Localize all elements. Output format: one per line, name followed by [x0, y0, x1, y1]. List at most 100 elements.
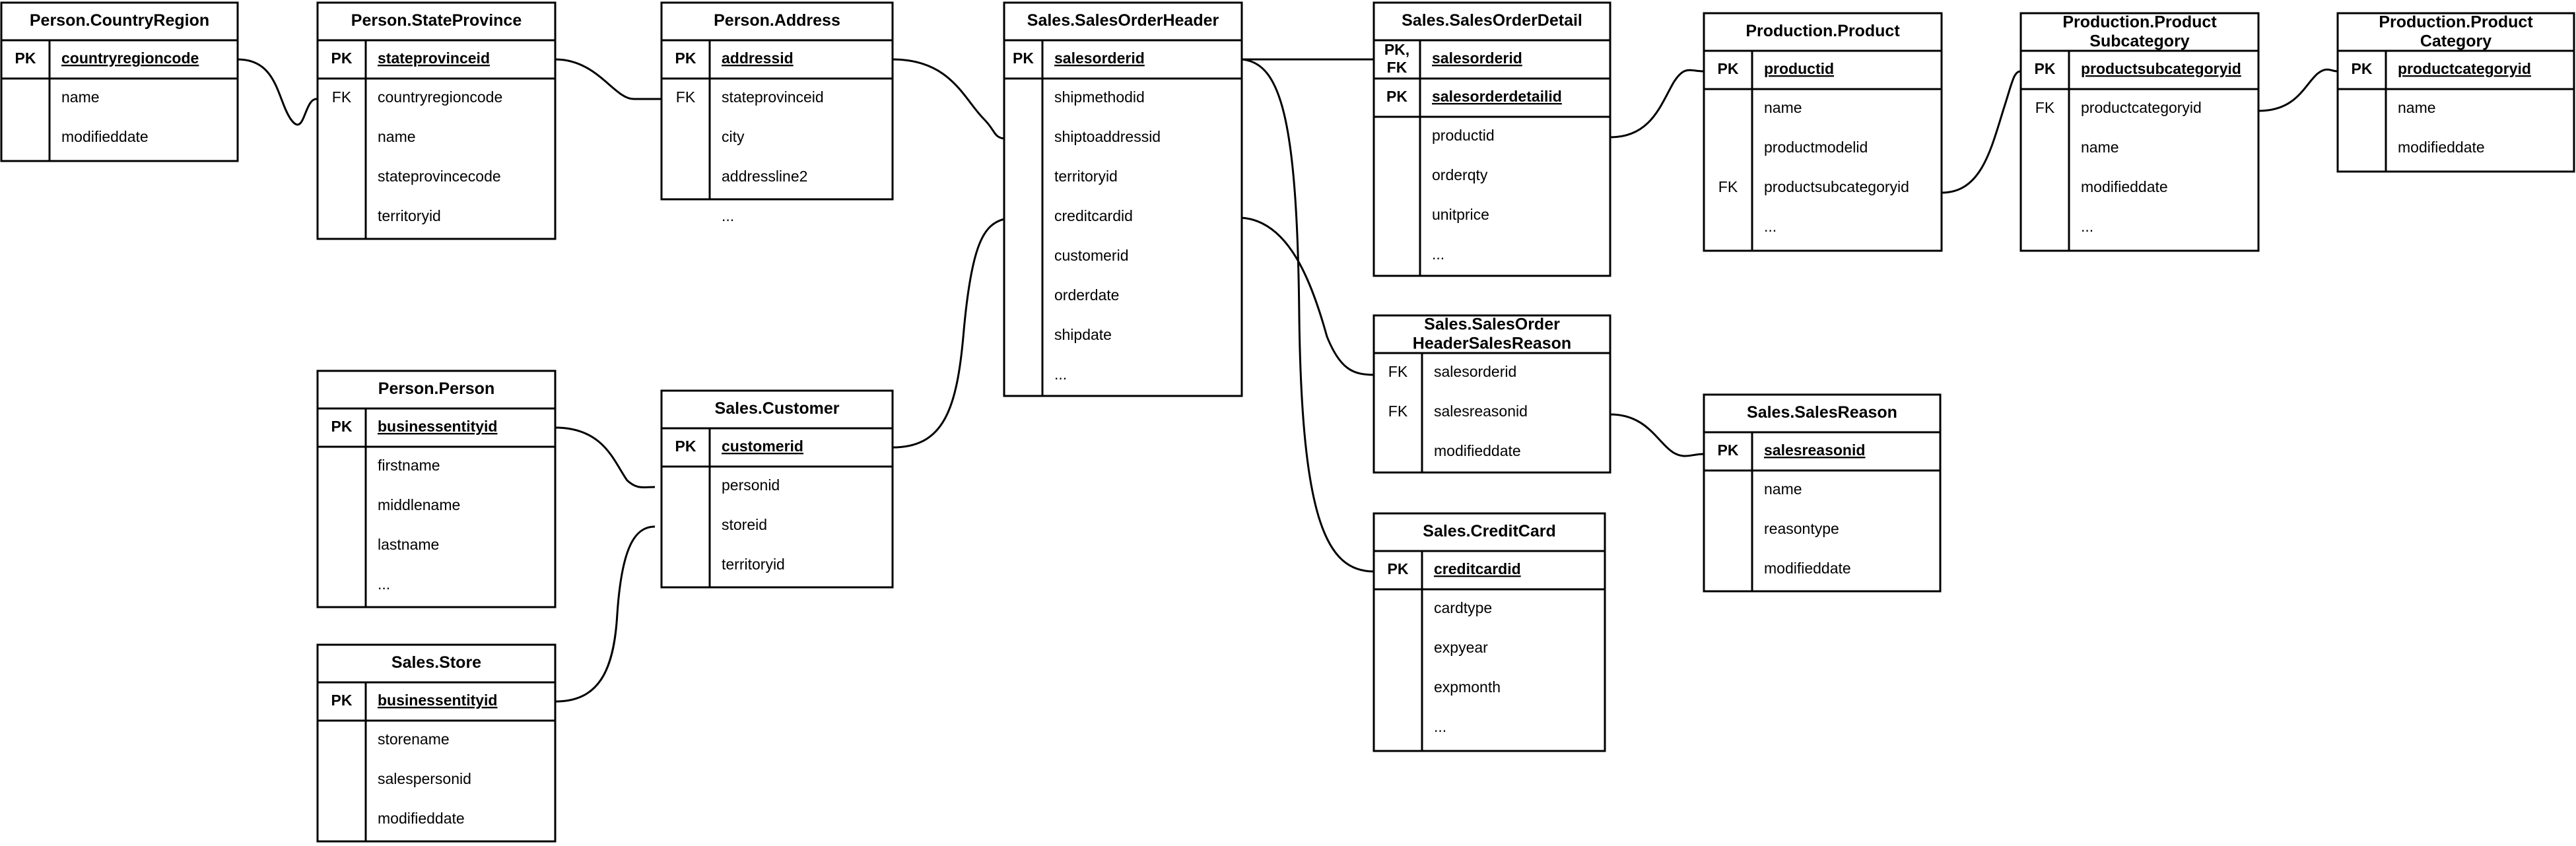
entity-attribute-row[interactable]: modifieddate: [61, 128, 149, 145]
entity-attribute-row[interactable]: ...: [722, 207, 734, 224]
entity-attribute-row[interactable]: territoryid: [722, 556, 785, 573]
entity-attribute-row[interactable]: creditcardid: [1054, 207, 1133, 224]
entity-attribute-row[interactable]: name: [378, 128, 416, 145]
attribute-name: countryregioncode: [378, 88, 502, 106]
relationship-rel-stateprovince-address[interactable]: [554, 51, 677, 109]
attribute-name: expyear: [1434, 639, 1488, 656]
entity-attribute-row[interactable]: modifieddate: [2081, 178, 2168, 195]
entity-title: Sales.SalesOrderHeader: [1027, 11, 1219, 30]
entity-attribute-row[interactable]: stateprovincecode: [378, 168, 501, 185]
entity-attribute-row[interactable]: name: [2081, 139, 2119, 156]
entity-attribute-row[interactable]: shipdate: [1054, 326, 1112, 343]
entity-attribute-row[interactable]: firstname: [378, 457, 440, 474]
entity-attribute-row[interactable]: orderqty: [1432, 166, 1488, 183]
entity-attribute-row[interactable]: name: [1764, 99, 1802, 116]
entity-attribute-row[interactable]: salespersonid: [378, 770, 471, 787]
entity-attribute-row[interactable]: personid: [722, 476, 780, 494]
entity-attribute-row[interactable]: name: [61, 88, 100, 106]
entity-attribute-row[interactable]: territoryid: [378, 207, 441, 224]
entity-attribute-row[interactable]: middlename: [378, 496, 460, 513]
relationship-rel-customer-salesorderheader[interactable]: [891, 209, 1019, 456]
entity-title: Sales.Store: [391, 653, 481, 672]
entity-attribute-row[interactable]: shipmethodid: [1054, 88, 1145, 106]
attribute-name: productid: [1432, 127, 1495, 144]
entity-attribute-row[interactable]: modifieddate: [1434, 442, 1521, 459]
entity-attribute-row[interactable]: unitprice: [1432, 206, 1489, 223]
entity-attribute-row[interactable]: customerid: [1054, 247, 1128, 264]
entity-attribute-row[interactable]: ...: [1764, 218, 1777, 235]
entity-attribute-row[interactable]: addressline2: [722, 168, 807, 185]
attribute-name: productcategoryid: [2081, 99, 2202, 116]
entity-attribute-row[interactable]: modifieddate: [378, 810, 465, 827]
entity-attribute-row[interactable]: productid: [1432, 127, 1495, 144]
entity-attribute-row[interactable]: expmonth: [1434, 678, 1501, 696]
entity-sales-salesorderdetail[interactable]: Sales.SalesOrderDetailPK,FKsalesorderidP…: [1373, 1, 1611, 277]
entity-attribute-row[interactable]: name: [2398, 99, 2436, 116]
entity-attribute-row[interactable]: ...: [1434, 718, 1446, 735]
entity-attribute-row[interactable]: expyear: [1434, 639, 1488, 656]
entity-attribute-row[interactable]: ...: [2081, 218, 2093, 235]
relationship-rel-person-customer[interactable]: [554, 419, 679, 496]
entity-attribute-row[interactable]: orderdate: [1054, 286, 1119, 304]
relationship-rel-store-customer[interactable]: [554, 518, 679, 710]
entity-attribute-row[interactable]: storename: [378, 731, 450, 748]
attribute-name: salesreasonid: [1764, 441, 1865, 459]
relationship-line: [555, 58, 661, 100]
entity-attribute-row[interactable]: cardtype: [1434, 599, 1492, 616]
attribute-key-badge: PK: [1388, 560, 1409, 577]
relationship-rel-address-salesorderheader[interactable]: [891, 51, 1019, 148]
entity-attribute-row[interactable]: modifieddate: [1764, 560, 1851, 577]
relationship-rel-salesorderdetail-product[interactable]: [1595, 63, 1705, 147]
entity-attribute-row[interactable]: lastname: [378, 536, 439, 553]
entity-attribute-row[interactable]: ...: [1432, 245, 1444, 263]
entity-attribute-row[interactable]: ...: [1054, 366, 1067, 383]
relationship-rel-salesorderheader-salesorderdetail[interactable]: [1240, 49, 1389, 69]
entity-attribute-row[interactable]: modifieddate: [2398, 139, 2485, 156]
entity-attribute-row[interactable]: reasontype: [1764, 520, 1839, 537]
attribute-name: middlename: [378, 496, 460, 513]
entity-attribute-row[interactable]: name: [1764, 480, 1802, 498]
attribute-key-badge: FK: [1388, 363, 1408, 380]
entity-attribute-row[interactable]: city: [722, 128, 745, 145]
entity-attribute-row[interactable]: territoryid: [1054, 168, 1118, 185]
entity-attribute-row[interactable]: ...: [378, 575, 390, 593]
entity-attribute-row[interactable]: shiptoaddressid: [1054, 128, 1161, 145]
entity-attribute-row[interactable]: productmodelid: [1764, 139, 1868, 156]
relationship-rel-sohsr-salesreason[interactable]: [1595, 405, 1705, 463]
entity-attribute-row[interactable]: storeid: [722, 516, 767, 533]
relationship-rel-salesorderheader-creditcard[interactable]: [1240, 51, 1389, 581]
